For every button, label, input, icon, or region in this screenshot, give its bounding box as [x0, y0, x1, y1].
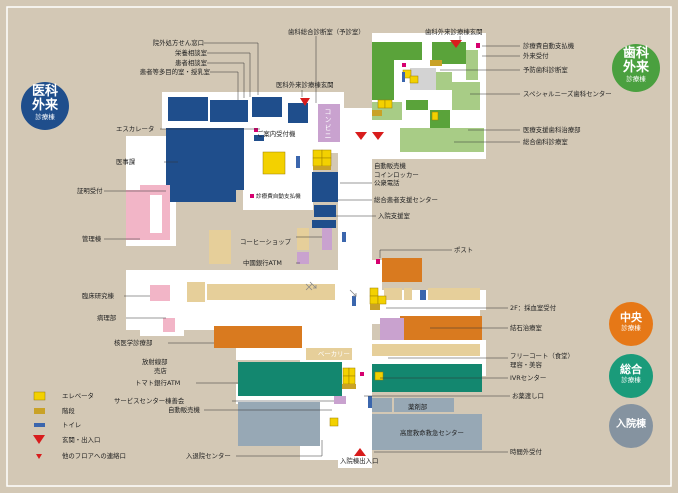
label-mailbox: ポスト — [454, 246, 474, 254]
label-shop: 売店 — [154, 367, 167, 375]
label-admission-support: 入院支援室 — [378, 212, 410, 220]
label-lithotripsy: 結石治療室 — [510, 324, 542, 332]
label-general-dental: 総合歯科診療室 — [523, 138, 568, 146]
label-preventive-dental: 予防歯科診断室 — [523, 66, 568, 74]
label-vending2: 自動販売機 — [168, 406, 200, 414]
map-frame — [6, 6, 672, 487]
label-medical-entrance: 医科外来診療棟玄関 — [276, 81, 334, 89]
label-atm-china-bank: 中國銀行ATM — [243, 259, 282, 267]
label-bakery: ベーカリー — [318, 350, 350, 358]
label-certificate-window: 証明受付 — [77, 187, 103, 195]
badge-medical-outpatient: 医科 外来 診療棟 — [21, 82, 69, 130]
label-inpatient-entrance: 入院棟出入口 — [340, 457, 379, 465]
label-escalator: エスカレータ — [116, 125, 155, 133]
legend-stairs: 階段 — [62, 407, 75, 415]
toilets — [296, 72, 426, 408]
coffee-shop-box — [209, 230, 231, 264]
label-pharmacy-window: お薬渡し口 — [512, 392, 544, 400]
label-clinical-research: 臨床研究棟 — [82, 292, 114, 300]
label-patient-support: 総合患者支援センター — [374, 196, 438, 204]
clinical-research — [150, 285, 175, 332]
direction-arrows — [305, 281, 357, 297]
inpatient-building — [238, 398, 482, 450]
label-info-desk: ご案内受付機 — [257, 130, 296, 138]
general-building — [238, 362, 482, 404]
label-prescription-window: 院外処方せん窓口 — [152, 39, 204, 47]
label-pharmacy: 薬剤部 — [408, 403, 428, 411]
legend-toilet: トイレ — [62, 421, 82, 429]
central-building — [187, 258, 482, 360]
label-coffee-shop: コーヒーショップ — [240, 238, 291, 246]
label-auto-payment-medical: 診療費自動支払機 — [256, 194, 301, 200]
label-blood-collection: 2F：採血室受付 — [510, 304, 557, 312]
badge-inpatient: 入院棟 — [609, 404, 653, 448]
stairs — [313, 60, 442, 389]
legend-floor-link: 他のフロアへの連絡口 — [62, 452, 126, 460]
label-radiology: 放射線部 — [142, 358, 168, 366]
label-pathology: 病理部 — [97, 314, 117, 322]
leader-lines — [104, 36, 520, 457]
badge-central: 中央 診療棟 — [609, 302, 653, 346]
badge-general: 総合 診療棟 — [609, 354, 653, 398]
label-after-hours: 時間外受付 — [510, 448, 542, 456]
label-medical-affairs: 医事課 — [116, 158, 136, 166]
label-dental-entrance: 歯科外来診療棟玄関 — [425, 28, 483, 36]
label-tomato-atm: トマト銀行ATM — [135, 379, 181, 387]
label-medical-support-dental: 医療支援歯科治療部 — [523, 126, 581, 134]
label-free-court: フリーコート（食堂） — [510, 352, 574, 360]
label-nutrition-consult: 栄養相談室 — [175, 49, 207, 57]
medical-outpatient-building — [166, 97, 340, 228]
label-vending: 自動販売機 — [374, 162, 406, 170]
label-patient-consult: 患者相談室 — [175, 59, 207, 67]
label-coin-locker: コインロッカー — [374, 171, 419, 179]
label-special-needs-dental: スペシャルニーズ歯科センター — [523, 90, 612, 98]
entrance-triangles — [300, 40, 462, 456]
label-nuclear-medicine: 核医学診療部 — [114, 339, 153, 347]
label-emergency-center: 高度救命救急センター — [400, 429, 464, 437]
floor-link-markers — [250, 43, 480, 376]
label-dental-consult: 歯科総合診断室（予診室） — [288, 28, 365, 36]
emergency-box — [372, 414, 482, 450]
label-inpatient-center: 入退院センター — [186, 452, 231, 460]
label-ivr-center: IVRセンター — [510, 374, 547, 382]
label-admin-building: 管理棟 — [82, 235, 102, 243]
legend-graphics — [33, 391, 46, 459]
label-barber: 理容・美容 — [510, 361, 542, 369]
label-public-phone: 公衆電話 — [374, 179, 400, 187]
legend-entrance: 玄関・出入口 — [62, 436, 101, 444]
label-convenience-store: コンビニ — [324, 108, 332, 140]
admin-building — [126, 185, 170, 240]
label-auto-payment-dental: 診療費自動支払機 — [523, 42, 575, 50]
legend-elevator: エレベータ — [62, 392, 94, 400]
bakery-box — [306, 348, 352, 360]
badge-dental-outpatient: 歯科 外来 診療棟 — [612, 44, 660, 92]
label-outpatient-reception: 外来受付 — [523, 52, 549, 60]
pharmacy-box — [394, 398, 454, 412]
label-service-center: サービスセンター棟善会 — [114, 397, 185, 405]
label-multipurpose-room: 患者等多目的室・授乳室 — [139, 68, 210, 76]
escalator-icon — [262, 151, 286, 175]
convenience-store-box — [318, 104, 340, 142]
elevators — [262, 69, 439, 427]
